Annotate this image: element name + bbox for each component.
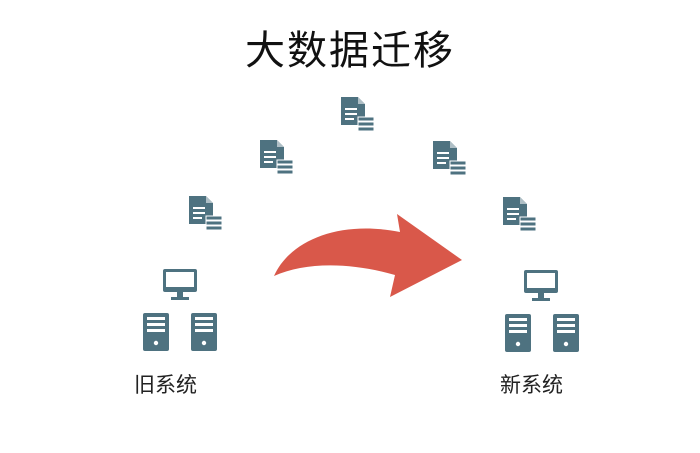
curved-arrow — [274, 214, 462, 297]
server-icon — [505, 314, 531, 352]
document-icon — [340, 96, 375, 132]
monitor-icon — [163, 269, 197, 300]
document-icon — [259, 139, 294, 175]
page-title: 大数据迁移 — [245, 28, 455, 74]
document-icon — [502, 196, 537, 232]
document-icon — [188, 195, 223, 231]
server-icon — [191, 313, 217, 351]
server-icon — [553, 314, 579, 352]
new-system-label: 新系统 — [500, 373, 563, 397]
server-icon — [143, 313, 169, 351]
old-system-label: 旧系统 — [134, 373, 197, 397]
document-icon — [432, 140, 467, 176]
monitor-icon — [524, 270, 558, 301]
